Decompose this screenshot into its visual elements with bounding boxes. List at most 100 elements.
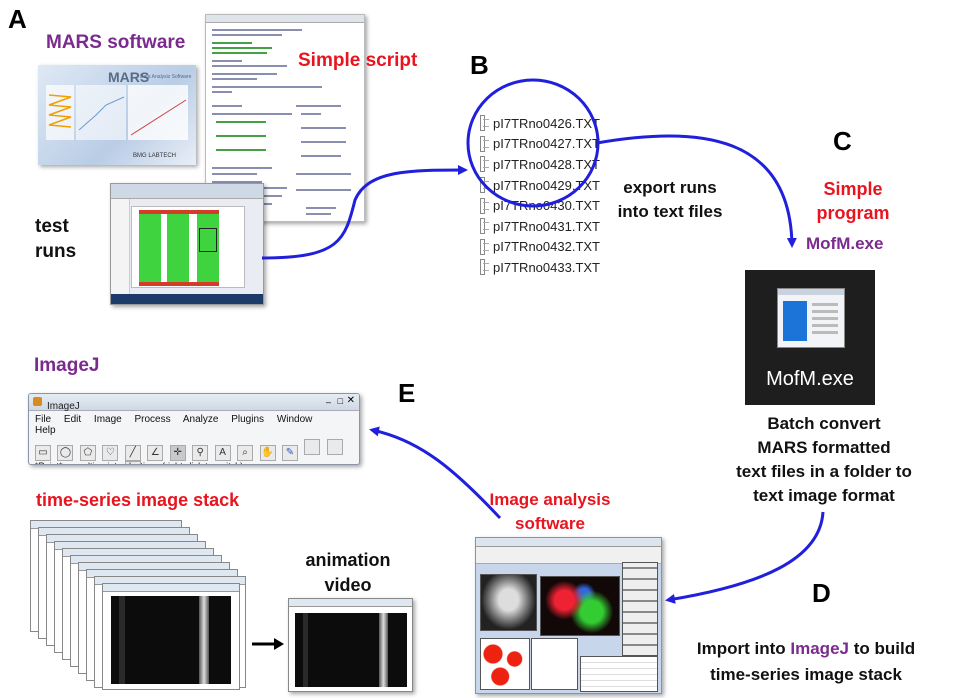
mofm-app-icon[interactable]: MofM.exe: [745, 270, 875, 405]
panel-letter-a: A: [8, 4, 27, 34]
simple-program-line1: Simple: [823, 179, 883, 199]
batch-line4: text image format: [753, 486, 895, 505]
menu-file[interactable]: File: [35, 414, 52, 425]
mars-splash-chart: [46, 85, 188, 140]
animation-video-label: animation video: [296, 548, 400, 598]
stack-to-video-arrow: [252, 638, 284, 650]
image-analysis-label: Image analysis software: [470, 488, 630, 536]
text-file-icon: [480, 135, 490, 152]
panel-letter-e: E: [398, 378, 416, 408]
close-icon[interactable]: ✕: [346, 395, 355, 406]
simple-program-label: Simple program: [808, 177, 898, 225]
dropper-tool-icon[interactable]: ✎: [281, 445, 298, 461]
test-runs-label: test runs: [35, 214, 76, 264]
brain-image-thumbnail: [480, 574, 537, 631]
mars-splash-subtitle: Data Analysis Software: [140, 74, 192, 80]
front-stack-frame: [102, 583, 240, 690]
menu-edit[interactable]: Edit: [63, 414, 82, 425]
time-series-label: time-series image stack: [36, 490, 240, 510]
panel-letter-b: B: [470, 50, 489, 80]
menu-image[interactable]: Image: [93, 414, 122, 425]
blank-tool-slot: [124, 461, 141, 464]
gel-image-thumbnail: [622, 562, 658, 656]
animation-line2: video: [324, 575, 372, 595]
mofm-icon-caption: MofM.exe: [766, 368, 854, 390]
point-tool-icon[interactable]: ✛: [169, 445, 186, 461]
hand-tool-icon[interactable]: ✋: [259, 445, 276, 461]
imagej-title-label: ImageJ: [34, 355, 100, 376]
imagej-logo-icon: [33, 397, 42, 406]
text-file-icon: [480, 218, 490, 235]
imagej-demo-screenshot: [475, 537, 662, 694]
imagej-titlebar: ImageJ – □ ✕: [29, 394, 359, 412]
file-highlight-circle: [466, 78, 600, 208]
freehand-tool-icon[interactable]: ♡: [102, 445, 119, 461]
imagej-toolbar: ▭ ◯ ⬠ ♡ ╱ ∠ ✛ ⚲ A ⌕ ✋ ✎ ✐ ✏ ⛶ ? »: [29, 439, 359, 464]
imagej-menu-bar: File Edit Image Process Analyze Plugins …: [29, 411, 359, 439]
batch-convert-text: Batch convert MARS formatted text files …: [706, 412, 942, 508]
export-line2: into text files: [617, 202, 723, 221]
text-file-icon: [480, 259, 490, 276]
results-table-thumbnail: [580, 656, 658, 692]
rectangle-tool-icon[interactable]: ▭: [35, 445, 51, 461]
menu-plugins[interactable]: Plugins: [231, 414, 265, 425]
panel-letter-d: D: [812, 578, 831, 608]
test-runs-line2: runs: [35, 241, 77, 262]
menu-help[interactable]: Help: [35, 425, 56, 436]
mars-splash-brand: MARS: [108, 69, 150, 85]
arrow-d-to-e: [369, 426, 502, 520]
import-imagej-text: Import into ImageJ to build time-series …: [670, 636, 942, 688]
imagej-status-bar: *Point* or multi-point selections (right…: [29, 457, 359, 464]
image-stack-illustration: [30, 520, 246, 692]
outline-image-thumbnail: [531, 638, 578, 690]
test-runs-line1: test: [35, 216, 69, 237]
application-window-icon: [777, 288, 845, 348]
oval-tool-icon[interactable]: ◯: [57, 445, 74, 461]
import-line2: time-series image stack: [710, 665, 902, 684]
image-analysis-line1: Image analysis: [489, 490, 611, 509]
batch-line3: text files in a folder to: [736, 462, 912, 481]
animation-line1: animation: [305, 550, 391, 570]
test-runs-screenshot: [110, 183, 264, 305]
list-item[interactable]: pI7TRno0426.TXT: [480, 113, 600, 134]
zoom-tool-icon[interactable]: ⌕: [237, 445, 254, 461]
list-item[interactable]: pI7TRno0431.TXT: [480, 216, 600, 237]
list-item[interactable]: pI7TRno0432.TXT: [480, 237, 600, 258]
particles-image-thumbnail: [480, 638, 530, 690]
mars-splash-vendor: BMG LABTECH: [133, 153, 177, 159]
simple-script-label: Simple script: [298, 50, 418, 71]
import-prefix: Import into: [696, 639, 791, 658]
text-tool-icon[interactable]: A: [214, 445, 231, 461]
wand-tool-icon[interactable]: ⚲: [192, 445, 209, 461]
menu-process[interactable]: Process: [134, 414, 171, 425]
minimize-icon[interactable]: –: [325, 397, 331, 407]
export-line1: export runs: [623, 178, 717, 197]
imagej-window-title: ImageJ: [47, 401, 80, 412]
simple-program-line2: program: [816, 203, 890, 223]
blank-tool-slot: [304, 439, 321, 455]
arrow-a-to-b: [261, 165, 468, 260]
mars-software-label: MARS software: [46, 32, 186, 53]
file-list: pI7TRno0426.TXT pI7TRno0427.TXT pI7TRno0…: [480, 113, 600, 278]
arrow-b-to-c: [596, 134, 797, 248]
import-suffix: to build: [848, 639, 916, 658]
list-item[interactable]: pI7TRno0427.TXT: [480, 134, 600, 155]
panel-letter-c: C: [833, 126, 852, 156]
imagej-window: ImageJ – □ ✕ File Edit Image Process Ana…: [28, 393, 360, 465]
export-runs-label: export runs into text files: [600, 176, 740, 224]
list-item[interactable]: pI7TRno0433.TXT: [480, 257, 600, 278]
batch-line1: Batch convert: [767, 414, 881, 433]
animation-video-frame: [288, 598, 413, 692]
text-file-icon: [480, 115, 490, 132]
arrow-c-to-d: [665, 511, 825, 604]
list-item[interactable]: pI7TRno0428.TXT: [480, 154, 600, 175]
import-imagej-word: ImageJ: [790, 639, 849, 658]
blank-tool-slot: [326, 439, 343, 455]
text-file-icon: [480, 156, 490, 173]
text-file-icon: [480, 238, 490, 255]
maximize-icon[interactable]: □: [337, 396, 343, 406]
menu-window[interactable]: Window: [276, 414, 313, 425]
batch-line2: MARS formatted: [757, 438, 891, 457]
menu-analyze[interactable]: Analyze: [182, 414, 219, 425]
